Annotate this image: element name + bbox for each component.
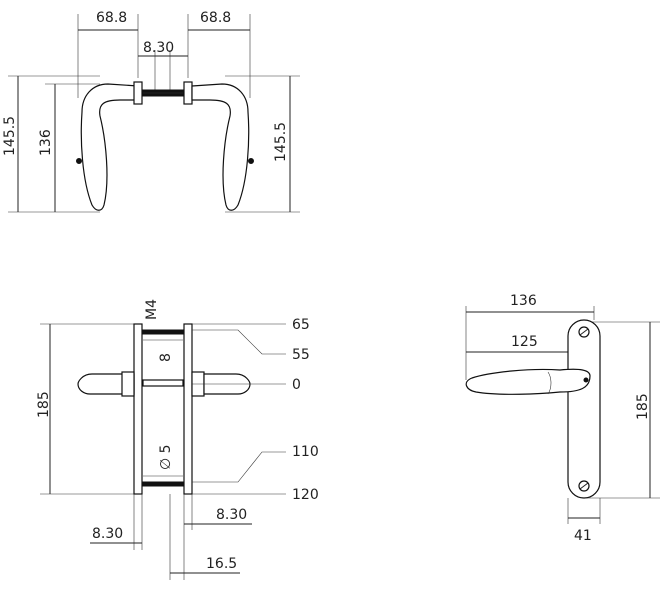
dim-top-width-left: 68.8 xyxy=(96,10,127,26)
front-grub-screw xyxy=(583,377,589,383)
side-handle-left xyxy=(77,373,135,395)
label-hole-diameter: ∅ 5 xyxy=(158,444,174,470)
side-view: 185 M4 8 ∅ 5 65 55 0 110 120 xyxy=(36,299,319,580)
side-spindle xyxy=(142,379,184,387)
pos-55: 55 xyxy=(292,347,310,363)
dim-top-height-inner: 136 xyxy=(38,129,54,156)
dim-front-grip: 125 xyxy=(511,334,538,350)
lever-handle-right xyxy=(191,83,250,211)
dim-plate-right: 8.30 xyxy=(216,507,247,523)
dim-front-length: 136 xyxy=(510,293,537,309)
dim-front-plate-width: 41 xyxy=(574,528,592,544)
label-spindle: 8 xyxy=(158,353,174,362)
dim-plate-left: 8.30 xyxy=(92,526,123,542)
side-rose-left xyxy=(121,371,135,397)
front-backplate xyxy=(567,319,601,499)
pos-120: 120 xyxy=(292,487,319,503)
backplate-left xyxy=(133,323,143,495)
pos-0: 0 xyxy=(292,377,301,393)
backplate-right xyxy=(183,323,193,495)
front-lever xyxy=(465,368,591,395)
dim-side-height: 185 xyxy=(36,391,52,418)
front-view: 136 125 185 41 xyxy=(465,293,660,544)
rose-right xyxy=(183,81,193,105)
dim-depth: 16.5 xyxy=(206,556,237,572)
grub-screw-right xyxy=(248,158,254,164)
dim-front-height: 185 xyxy=(635,393,651,420)
screw-bottom xyxy=(142,481,184,487)
label-thread: M4 xyxy=(144,299,160,320)
dim-top-height-right: 145.5 xyxy=(273,122,289,162)
rose-left xyxy=(133,81,143,105)
dim-top-spindle: 8.30 xyxy=(143,40,174,56)
grub-screw-left xyxy=(76,158,82,164)
pos-65: 65 xyxy=(292,317,310,333)
dim-top-width-right: 68.8 xyxy=(200,10,231,26)
pos-110: 110 xyxy=(292,444,319,460)
top-view: 68.8 68.8 8.30 145.5 136 145.5 xyxy=(2,10,300,213)
lever-handle-left xyxy=(80,83,139,211)
screw-top xyxy=(142,329,184,335)
dim-top-height-outer: 145.5 xyxy=(2,116,18,156)
